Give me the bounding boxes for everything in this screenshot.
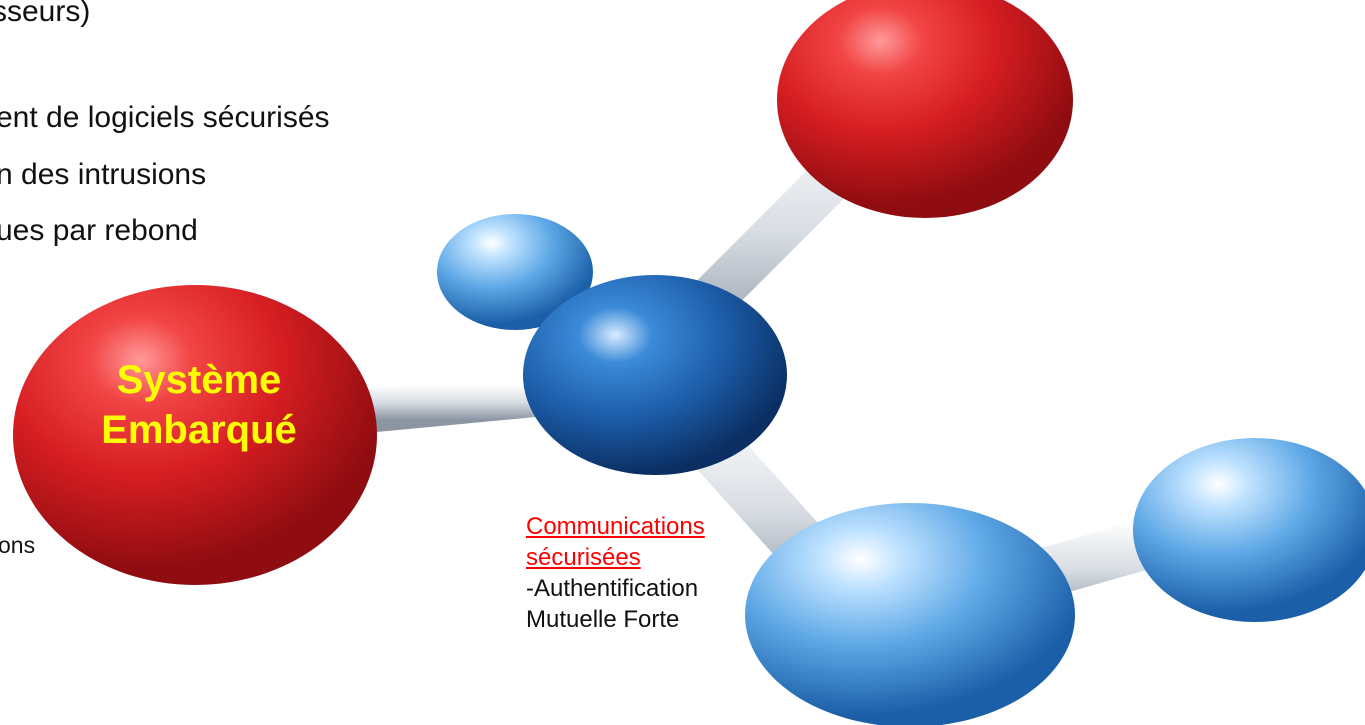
- text-line-secure-software: ent de logiciels sécurisés: [0, 101, 330, 134]
- communications-block: Communications sécurisées -Authentificat…: [526, 511, 705, 635]
- embedded-label-line-1: Système: [116, 358, 282, 402]
- embedded-system-label: Système Embarqué: [54, 355, 344, 455]
- text-line-rebound: ues par rebond: [0, 214, 198, 247]
- atom-right-blue: [1133, 438, 1365, 622]
- text-line-intrusions: n des intrusions: [0, 158, 207, 191]
- atom-left-red: [13, 285, 377, 585]
- communications-detail-line-1: -Authentification: [526, 575, 699, 602]
- atom-small-blue: [437, 214, 593, 330]
- communications-title-line-2[interactable]: sécurisées: [526, 544, 641, 571]
- communications-title-line-1[interactable]: Communications: [526, 513, 705, 540]
- atom-top-red: [777, 0, 1073, 218]
- atom-bottom-blue: [745, 503, 1075, 725]
- atom-center-blue: [523, 275, 787, 475]
- communications-detail-line-2: Mutuelle Forte: [526, 606, 680, 633]
- text-fragment-left: ons: [0, 532, 36, 558]
- embedded-label-line-2: Embarqué: [101, 408, 297, 452]
- text-fragment-top: sseurs): [0, 0, 91, 28]
